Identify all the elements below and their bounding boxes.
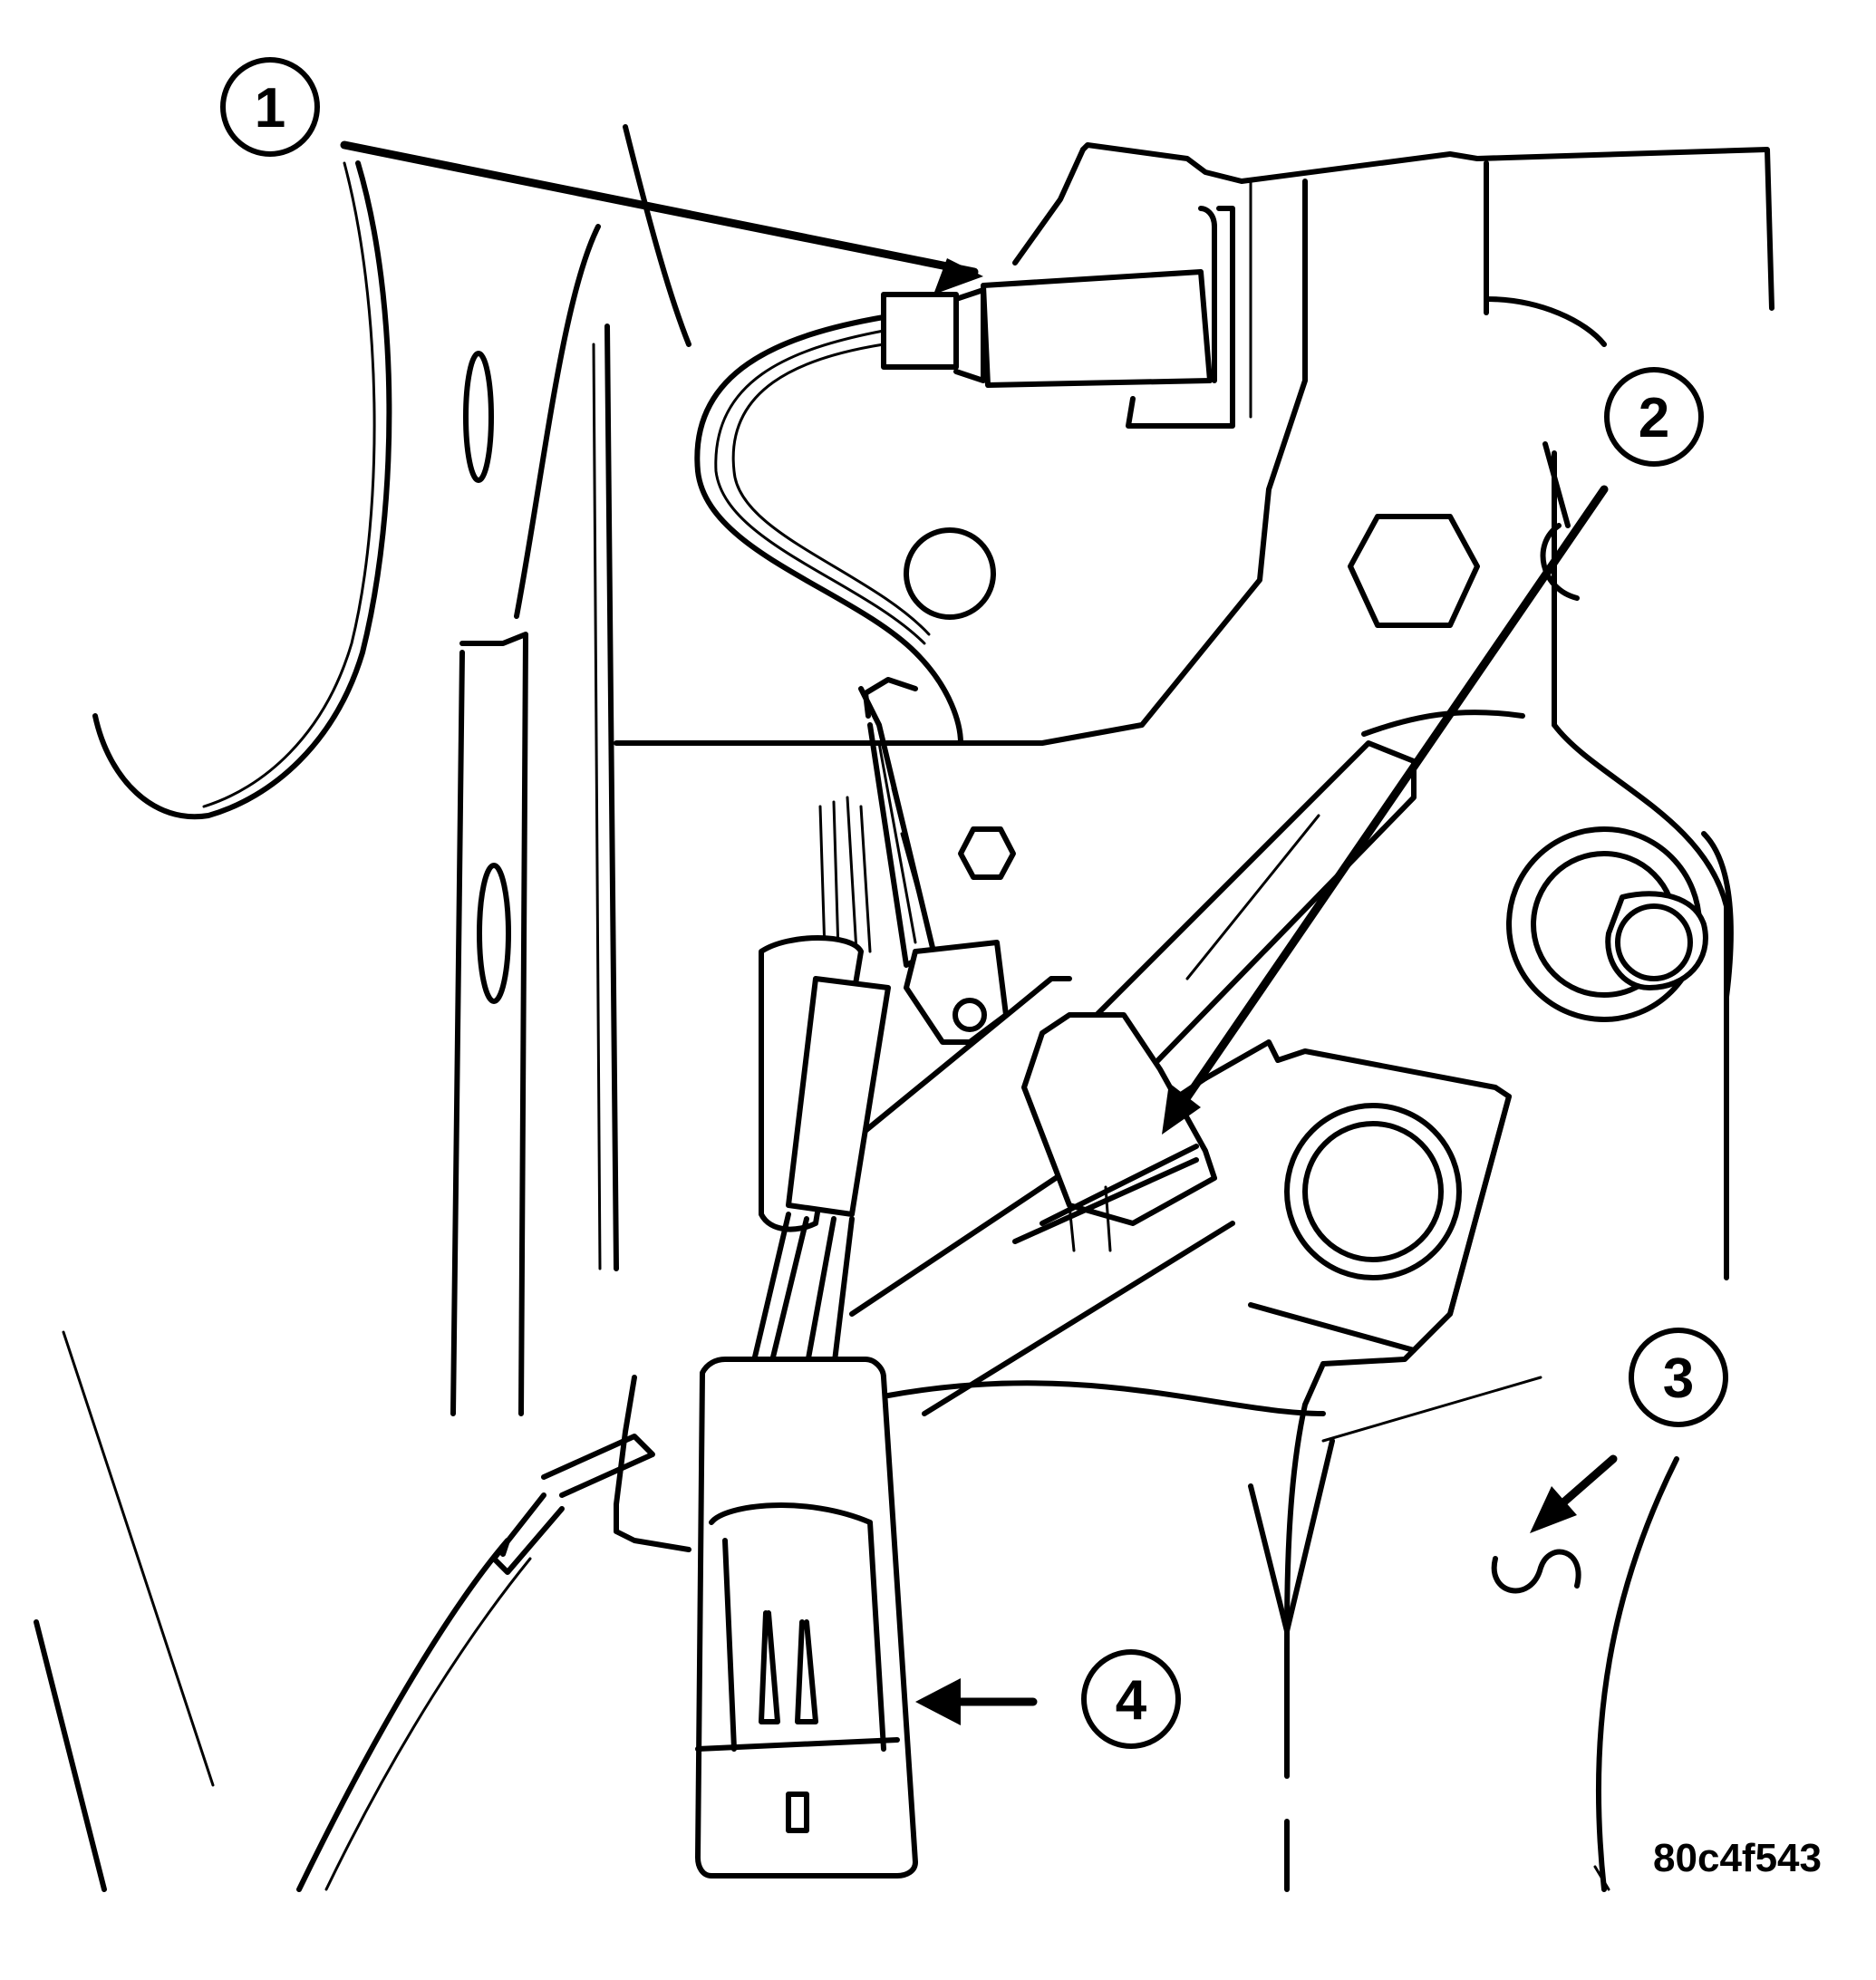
bracket-assembly bbox=[614, 142, 1774, 1892]
callout-3-arrowhead bbox=[1530, 1486, 1577, 1533]
harness-and-lower-connector bbox=[614, 677, 1009, 1879]
callout-3: 3 bbox=[1491, 1328, 1728, 1594]
callout-3-squiggle bbox=[1491, 1549, 1581, 1594]
upper-sensor-connector bbox=[694, 179, 1252, 746]
callout-1-leader bbox=[340, 140, 979, 276]
figure-id: 80c4f543 bbox=[1653, 1836, 1822, 1880]
callout-4-circle bbox=[1081, 1649, 1181, 1749]
callout-1-number: 1 bbox=[255, 77, 285, 140]
callout-3-circle bbox=[1629, 1328, 1728, 1427]
callout-2-leader bbox=[1165, 485, 1609, 1128]
callout-1-circle bbox=[220, 57, 320, 157]
callout-3-number: 3 bbox=[1663, 1347, 1694, 1410]
callout-4-arrowhead bbox=[915, 1678, 961, 1725]
callout-4-number: 4 bbox=[1116, 1669, 1147, 1732]
callout-2-arrowhead bbox=[1162, 1083, 1201, 1135]
callout-4: 4 bbox=[915, 1649, 1181, 1749]
callout-1: 1 bbox=[220, 57, 983, 295]
callout-2-number: 2 bbox=[1639, 387, 1669, 449]
left-body-panel bbox=[34, 124, 691, 1892]
callout-2: 2 bbox=[1162, 367, 1704, 1135]
callout-1-arrowhead bbox=[933, 258, 983, 295]
callout-2-circle bbox=[1604, 367, 1704, 467]
